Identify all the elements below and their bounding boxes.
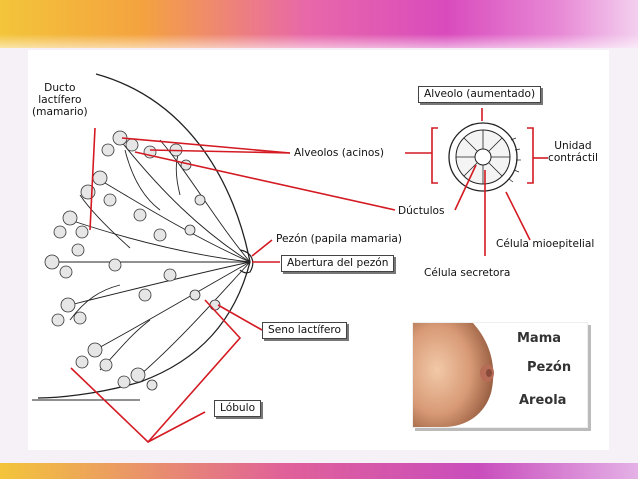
label-ductulos: Dúctulos <box>398 205 445 217</box>
label-seno-lactifero: Seno lactífero <box>262 322 348 339</box>
photo-label-pezon: Pezón <box>527 360 572 375</box>
decorative-top-band <box>0 0 638 48</box>
photo-label-areola: Areola <box>519 393 567 408</box>
breast-outline <box>37 73 251 399</box>
alveolus-inset <box>448 122 521 192</box>
lobule-clusters <box>44 130 221 391</box>
breast-photo-inset: Mama Pezón Areola <box>412 322 588 428</box>
label-celula-secretora: Célula secretora <box>424 267 511 279</box>
red-leader-lines <box>70 108 548 444</box>
photo-label-mama: Mama <box>517 331 562 346</box>
decorative-bottom-band <box>0 463 638 479</box>
label-alveolo-aumentado: Alveolo (aumentado) <box>418 86 542 103</box>
label-celula-mioepitelial: Célula mioepitelial <box>496 238 595 250</box>
nipple-shape <box>239 249 254 274</box>
label-lobulo: Lóbulo <box>214 400 262 417</box>
duct-tree <box>55 139 251 376</box>
label-pezon-papila: Pezón (papila mamaria) <box>276 233 403 245</box>
label-unidad-contractil: Unidad contráctil <box>548 140 598 164</box>
label-ducto-lactifero: Ducto lactífero (mamario) <box>32 82 88 118</box>
breast-photo-image <box>413 323 587 427</box>
label-alveolos-acinos: Alveolos (acinos) <box>294 147 385 159</box>
label-abertura-pezon: Abertura del pezón <box>281 255 395 272</box>
